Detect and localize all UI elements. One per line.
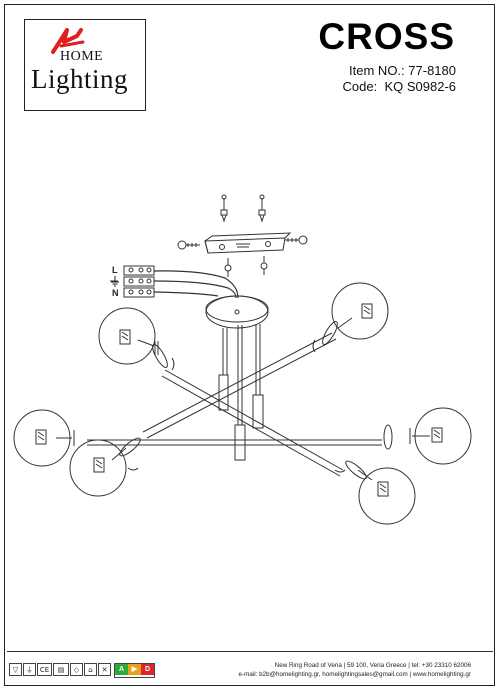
brand-logo: HOME Lighting [24,19,146,111]
energy-grade-a: A [115,664,128,675]
screw-icon [220,194,228,223]
screw-icon [258,194,266,223]
globe-lamp [312,282,389,353]
class-icon: ◇ [70,663,83,676]
globe-lamp [334,460,416,525]
item-number: 77-8180 [408,63,456,78]
arm-2 [161,369,344,477]
indoor-icon: ⌂ [84,663,97,676]
arm-1 [142,332,337,439]
weee-bin-icon: ✕ [98,663,111,676]
ground-icon [111,276,119,287]
bolt-icon [224,258,232,277]
wattage-icon: ▤ [53,663,69,676]
bulb-icon: ▽ [9,663,22,676]
item-label: Item NO.: [349,63,405,78]
ce-mark-icon: CE [37,663,52,676]
globe-lamp [69,437,141,497]
footer-divider [7,651,493,652]
globe-lamp [13,409,75,467]
wire-label-neutral: N [112,288,119,298]
ground-symbol-icon: ⏚ [23,663,36,676]
page-frame [4,4,495,686]
item-number-line: Item NO.: 77-8180 [349,63,456,78]
globe-lamp [383,407,472,465]
side-screw-icon [177,240,200,250]
footer-contacts: e-mail: b2b@homelighting.gr, homelightin… [238,671,471,678]
product-name: CROSS [318,16,455,57]
brand-word-top: HOME [60,49,104,64]
side-screw-icon [285,235,308,245]
certification-strip: ▽ ⏚ CE ▤ ◇ ⌂ ✕ A ▶ D [9,663,155,678]
energy-grade-d: D [141,664,154,675]
mounting-bracket [204,232,292,254]
energy-label: A ▶ D [114,663,155,678]
canopy [205,295,269,329]
energy-arrow-icon: ▶ [128,664,141,675]
code-line: Code: KQ S0982-6 [343,79,456,94]
footer-address: New Ring Road of Veria | 59 100, Veria G… [274,662,471,669]
terminal-block [123,265,155,298]
bolt-icon [260,256,268,275]
wire-label-live: L [112,265,118,275]
globe-lamp [98,307,175,371]
arm-3 [87,439,382,446]
brand-word-bottom: Lighting [31,64,128,94]
code-value: KQ S0982-6 [384,79,456,94]
code-label: Code: [342,79,378,94]
brand-mark-icon [51,28,85,54]
